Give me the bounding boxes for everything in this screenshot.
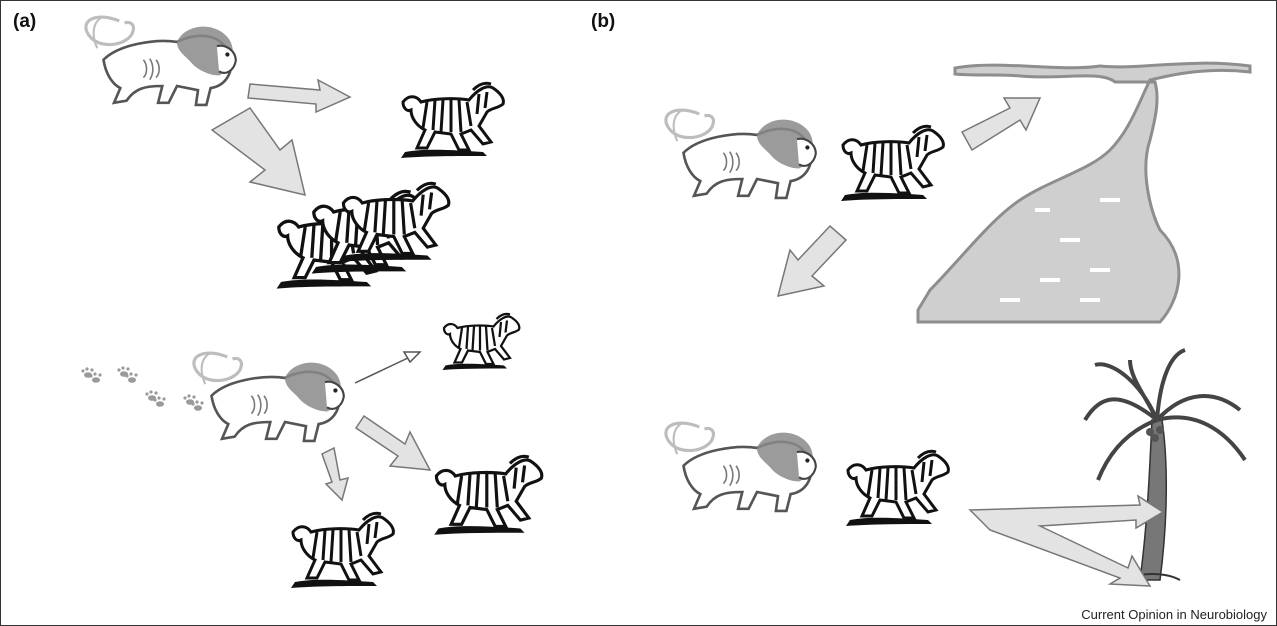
zebra-a-right [432, 454, 544, 537]
arrow-a-thin-head [402, 351, 422, 364]
panel-label-a: (a) [13, 11, 37, 32]
arrow-a-to-single-zebra [247, 78, 352, 114]
lion-b-top [664, 108, 818, 200]
arrow-a-to-herd [210, 107, 307, 197]
lion-b-bottom [664, 421, 818, 513]
river-ripples [1000, 198, 1120, 302]
arrow-a-right-down [354, 414, 432, 471]
arrow-a-thin-shaft [354, 356, 411, 384]
zebra-a-single [399, 81, 505, 160]
panel-b-artwork [664, 61, 1252, 587]
arrow-a-down [321, 446, 350, 502]
lion-a-top [84, 15, 238, 107]
zebra-a-bottom [289, 511, 395, 590]
arrow-b-down-left [776, 224, 848, 297]
arrow-b-forked [968, 494, 1165, 587]
zebra-b-top [839, 124, 945, 203]
palm-tree [1083, 348, 1247, 581]
panel-label-b: (b) [591, 11, 616, 32]
panel-a-artwork [81, 15, 544, 590]
zebra-a-small [441, 312, 521, 372]
journal-credit: Current Opinion in Neurobiology [1081, 607, 1267, 622]
zebra-b-bottom [844, 449, 950, 528]
arrow-b-to-river [960, 97, 1042, 152]
river [916, 61, 1252, 324]
lion-a-bottom [192, 351, 346, 443]
